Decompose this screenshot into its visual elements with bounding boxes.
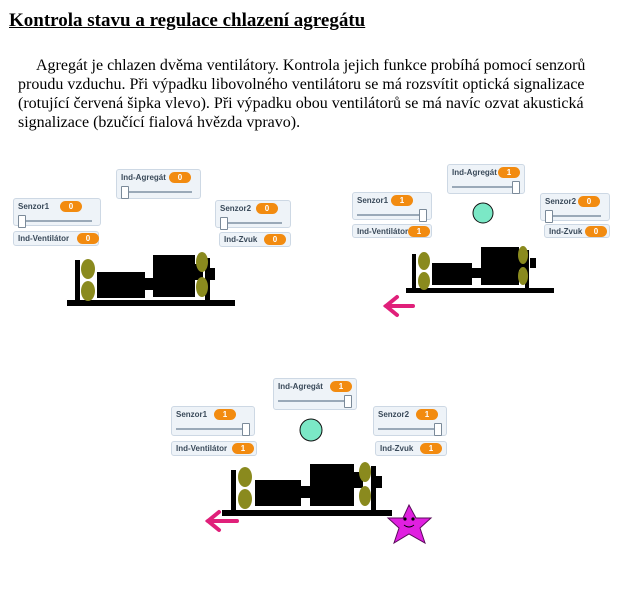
ind-ventilator-widget[interactable]: Ind-Ventilátor 0 bbox=[13, 231, 99, 246]
fan-icon bbox=[418, 246, 528, 290]
ind-agregat-slider-track[interactable] bbox=[121, 191, 192, 193]
senzor1-widget[interactable]: Senzor1 1 bbox=[352, 192, 432, 222]
ind-agregat-slider-track[interactable] bbox=[278, 400, 348, 402]
ind-ventilator-value: 1 bbox=[232, 443, 254, 454]
senzor2-slider-track[interactable] bbox=[545, 215, 601, 217]
description-paragraph: Agregát je chlazen dvěma ventilátory. Ko… bbox=[18, 57, 586, 131]
scene-3: Ind-Agregát 1 Senzor1 1 Senzor2 1 Ind-Ve… bbox=[165, 372, 475, 545]
ind-zvuk-widget[interactable]: Ind-Zvuk 0 bbox=[219, 232, 291, 247]
senzor1-slider-knob[interactable] bbox=[18, 215, 26, 228]
senzor1-value: 1 bbox=[391, 195, 413, 206]
ind-agregat-slider-track[interactable] bbox=[452, 186, 516, 188]
red-arrow-left-icon bbox=[204, 510, 239, 532]
senzor2-label: Senzor2 bbox=[378, 410, 410, 419]
ind-zvuk-label: Ind-Zvuk bbox=[224, 235, 258, 244]
ind-ventilator-widget[interactable]: Ind-Ventilátor 1 bbox=[171, 441, 257, 456]
fan-icon bbox=[81, 252, 208, 301]
senzor1-label: Senzor1 bbox=[18, 202, 50, 211]
machine-icon bbox=[67, 255, 235, 306]
senzor2-value: 0 bbox=[578, 196, 600, 207]
senzor1-label: Senzor1 bbox=[357, 196, 389, 205]
senzor1-widget[interactable]: Senzor1 0 bbox=[13, 198, 101, 228]
ind-agregat-label: Ind-Agregát bbox=[452, 168, 497, 177]
ind-agregat-widget[interactable]: Ind-Agregát 0 bbox=[116, 169, 201, 199]
machine-icon bbox=[222, 464, 392, 516]
senzor2-widget[interactable]: Senzor2 1 bbox=[373, 406, 447, 436]
ind-agregat-slider-knob[interactable] bbox=[121, 186, 129, 199]
ind-agregat-label: Ind-Agregát bbox=[121, 173, 166, 182]
ind-agregat-widget[interactable]: Ind-Agregát 1 bbox=[447, 164, 525, 194]
senzor1-slider-track[interactable] bbox=[176, 428, 246, 430]
fan-icon bbox=[238, 462, 371, 509]
machine-drawing bbox=[382, 202, 554, 317]
senzor2-value: 0 bbox=[256, 203, 278, 214]
senzor2-slider-knob[interactable] bbox=[220, 217, 228, 230]
senzor2-slider-track[interactable] bbox=[220, 222, 282, 224]
senzor2-slider-track[interactable] bbox=[378, 428, 438, 430]
ind-ventilator-value: 0 bbox=[77, 233, 99, 244]
senzor1-value: 1 bbox=[214, 409, 236, 420]
senzor1-slider-knob[interactable] bbox=[419, 209, 427, 222]
senzor1-widget[interactable]: Senzor1 1 bbox=[171, 406, 255, 436]
ind-agregat-label: Ind-Agregát bbox=[278, 382, 323, 391]
senzor2-label: Senzor2 bbox=[545, 197, 577, 206]
ind-agregat-widget[interactable]: Ind-Agregát 1 bbox=[273, 378, 357, 410]
senzor1-slider-knob[interactable] bbox=[242, 423, 250, 436]
ind-ventilator-widget[interactable]: Ind-Ventilátor 1 bbox=[352, 224, 432, 238]
status-circle-icon bbox=[299, 418, 323, 442]
senzor2-widget[interactable]: Senzor2 0 bbox=[215, 200, 291, 230]
ind-ventilator-label: Ind-Ventilátor bbox=[18, 234, 70, 243]
senzor1-slider-track[interactable] bbox=[357, 214, 423, 216]
ind-zvuk-widget[interactable]: Ind-Zvuk 1 bbox=[375, 441, 447, 456]
ind-zvuk-value: 1 bbox=[420, 443, 442, 454]
machine-drawing bbox=[67, 252, 235, 306]
ind-agregat-slider-knob[interactable] bbox=[344, 395, 352, 408]
senzor2-value: 1 bbox=[416, 409, 438, 420]
scene-2: Ind-Agregát 1 Senzor1 1 Senzor2 0 Ind-Ve… bbox=[320, 160, 630, 330]
status-circle-icon bbox=[472, 202, 494, 224]
ind-zvuk-label: Ind-Zvuk bbox=[380, 444, 414, 453]
senzor2-label: Senzor2 bbox=[220, 204, 252, 213]
purple-star-icon bbox=[386, 503, 433, 545]
ind-ventilator-value: 1 bbox=[408, 226, 430, 237]
ind-agregat-value: 1 bbox=[498, 167, 520, 178]
ind-ventilator-label: Ind-Ventilátor bbox=[357, 227, 409, 236]
senzor1-slider-track[interactable] bbox=[18, 220, 92, 222]
ind-agregat-value: 0 bbox=[169, 172, 191, 183]
ind-ventilator-label: Ind-Ventilátor bbox=[176, 444, 228, 453]
senzor2-widget[interactable]: Senzor2 0 bbox=[540, 193, 610, 223]
senzor1-value: 0 bbox=[60, 201, 82, 212]
ind-zvuk-widget[interactable]: Ind-Zvuk 0 bbox=[544, 224, 610, 238]
senzor1-label: Senzor1 bbox=[176, 410, 208, 419]
machine-drawing bbox=[204, 418, 433, 545]
ind-zvuk-value: 0 bbox=[585, 226, 607, 237]
ind-agregat-value: 1 bbox=[330, 381, 352, 392]
scene-1: Ind-Agregát 0 Senzor1 0 Senzor2 0 Ind-Ve… bbox=[5, 160, 315, 330]
senzor2-slider-knob[interactable] bbox=[434, 423, 442, 436]
page-heading: Kontrola stavu a regulace chlazení agreg… bbox=[9, 10, 366, 31]
red-arrow-left-icon bbox=[382, 295, 415, 317]
ind-zvuk-value: 0 bbox=[264, 234, 286, 245]
ind-zvuk-label: Ind-Zvuk bbox=[549, 227, 583, 236]
ind-agregat-slider-knob[interactable] bbox=[512, 181, 520, 194]
senzor2-slider-knob[interactable] bbox=[545, 210, 553, 223]
